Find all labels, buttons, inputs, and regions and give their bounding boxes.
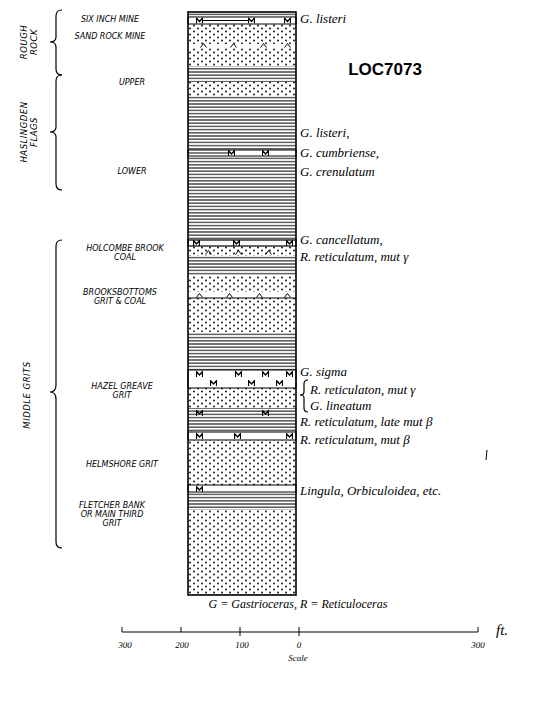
locality-code: LOC7073 xyxy=(325,60,445,80)
fossil-label: R. reticulaton, mut γ xyxy=(310,383,510,398)
scale-number: 300 xyxy=(110,640,140,650)
fossil-label: G. lineatum xyxy=(310,399,510,414)
scale-number: 100 xyxy=(227,640,257,650)
bed-label: LOWER xyxy=(102,167,162,176)
rock-layers xyxy=(188,12,296,595)
fossil-label: G. listeri, xyxy=(300,126,500,141)
scale-bar xyxy=(122,450,487,636)
bed-label: UPPER xyxy=(102,78,162,87)
fossil-label: Lingula, Orbiculoidea, etc. xyxy=(300,484,540,499)
fossil-label: G. crenulatum xyxy=(300,165,500,180)
abbreviation-key: G = Gastrioceras, R = Reticuloceras xyxy=(138,598,458,612)
fossil-label: G. cancellatum, xyxy=(300,233,500,248)
fossil-label: R. reticulatum, mut β xyxy=(300,433,540,448)
group-brackets xyxy=(50,10,308,548)
fossil-label: G. sigma xyxy=(300,365,500,380)
scale-number: 0 xyxy=(284,640,314,650)
fossil-label: R. reticulatum, late mut β xyxy=(300,415,540,430)
bed-label: SIX INCH MINE xyxy=(55,15,165,24)
bed-label: SAND ROCK MINE xyxy=(55,32,165,41)
fossil-label: G. cumbriense, xyxy=(300,146,500,161)
bed-label: HELMSHORE GRIT xyxy=(75,460,170,469)
group-label: HASLINGDEN FLAGS xyxy=(20,95,40,170)
scale-number: 200 xyxy=(167,640,197,650)
scale-number: 300 xyxy=(463,640,493,650)
fossil-label: R. reticulatum, mut γ xyxy=(300,250,500,265)
fossil-label: G. listeri xyxy=(300,12,500,27)
bed-label: HOLCOMBE BROOK COAL xyxy=(80,244,170,262)
scale-title: Scale xyxy=(268,653,328,663)
group-label: ROUGH ROCK xyxy=(20,22,40,62)
bed-label: HAZEL GREAVE GRIT xyxy=(82,382,162,400)
bed-label: FLETCHER BANK OR MAIN THIRD GRIT xyxy=(73,501,151,529)
scale-unit: ft. xyxy=(496,622,526,639)
group-label: MIDDLE GRITS xyxy=(23,335,33,455)
bed-label: BROOKSBOTTOMS GRIT & COAL xyxy=(73,288,168,306)
